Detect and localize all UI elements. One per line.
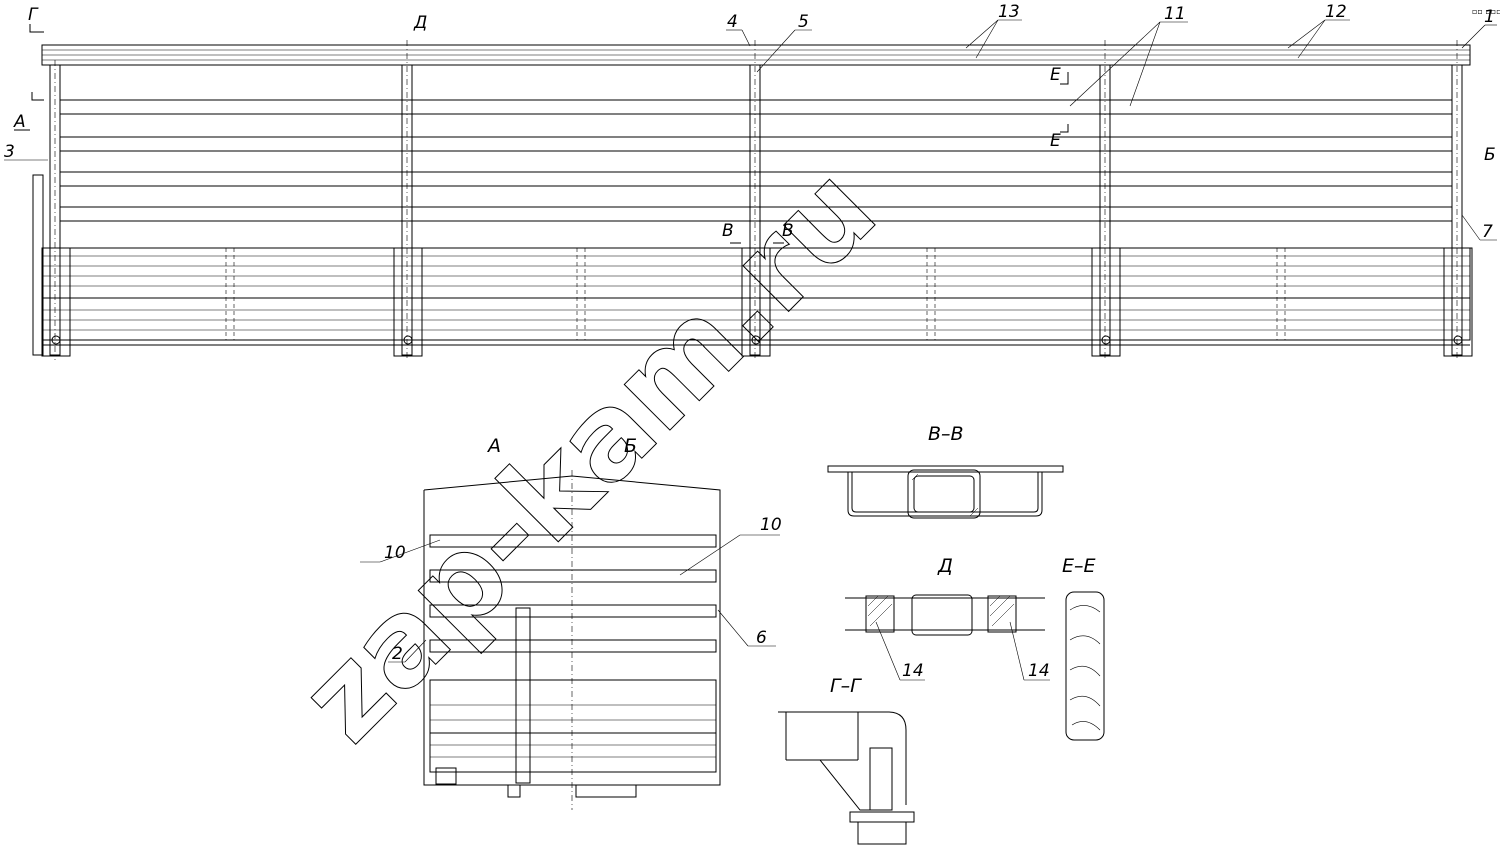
section-ee-title: Е–Е [1062,555,1096,577]
mark-v-right: В [782,221,794,241]
callout-10-left: 10 [384,543,406,563]
section-vv: В–В [827,423,1064,519]
mark-a: А [13,112,26,132]
detail-d-callout-right: 14 [1028,661,1050,681]
section-marks: Г А Б Д В В Е Е ▫▫ ▫▫▫ [13,5,1500,244]
mark-e-top: Е [1050,65,1061,85]
callout-5: 5 [798,12,809,32]
mark-d: Д [413,13,427,33]
detail-d-callout-left: 14 [902,661,924,681]
hinges [41,247,1473,357]
detail-d-title: Д [937,555,953,577]
mark-e-bottom: Е [1050,131,1061,151]
callout-10-right: 10 [760,515,782,535]
top-callouts: 1 3 4 5 7 11 12 13 [4,2,1497,242]
mark-g: Г [28,5,39,25]
callout-13: 13 [998,2,1020,22]
section-ee: Е–Е [1062,555,1105,741]
mark-v-left: В [722,221,734,241]
callout-1: 1 [1484,7,1495,27]
callout-6: 6 [756,628,767,648]
view-a-b: А Б 10 10 2 6 [360,435,782,810]
section-gg-title: Г–Г [830,675,862,697]
callout-7: 7 [1482,222,1493,242]
callout-3: 3 [4,142,15,162]
watermark: zap-kam.ru [274,140,902,768]
callout-11: 11 [1164,4,1186,24]
callout-2: 2 [392,644,403,664]
section-vv-title: В–В [928,423,964,445]
corner-mark: ▫▫ ▫▫▫ [1472,7,1500,16]
view-b-title: Б [624,435,637,457]
detail-d: Д 14 14 [845,555,1050,681]
callout-12: 12 [1325,2,1347,22]
upper-slats [59,99,1453,222]
section-gg: Г–Г [778,675,915,845]
view-a-title: А [486,435,501,457]
mark-b: Б [1484,145,1496,165]
callout-4: 4 [727,12,738,32]
side-view: 1 3 4 5 7 11 12 13 [4,2,1500,360]
